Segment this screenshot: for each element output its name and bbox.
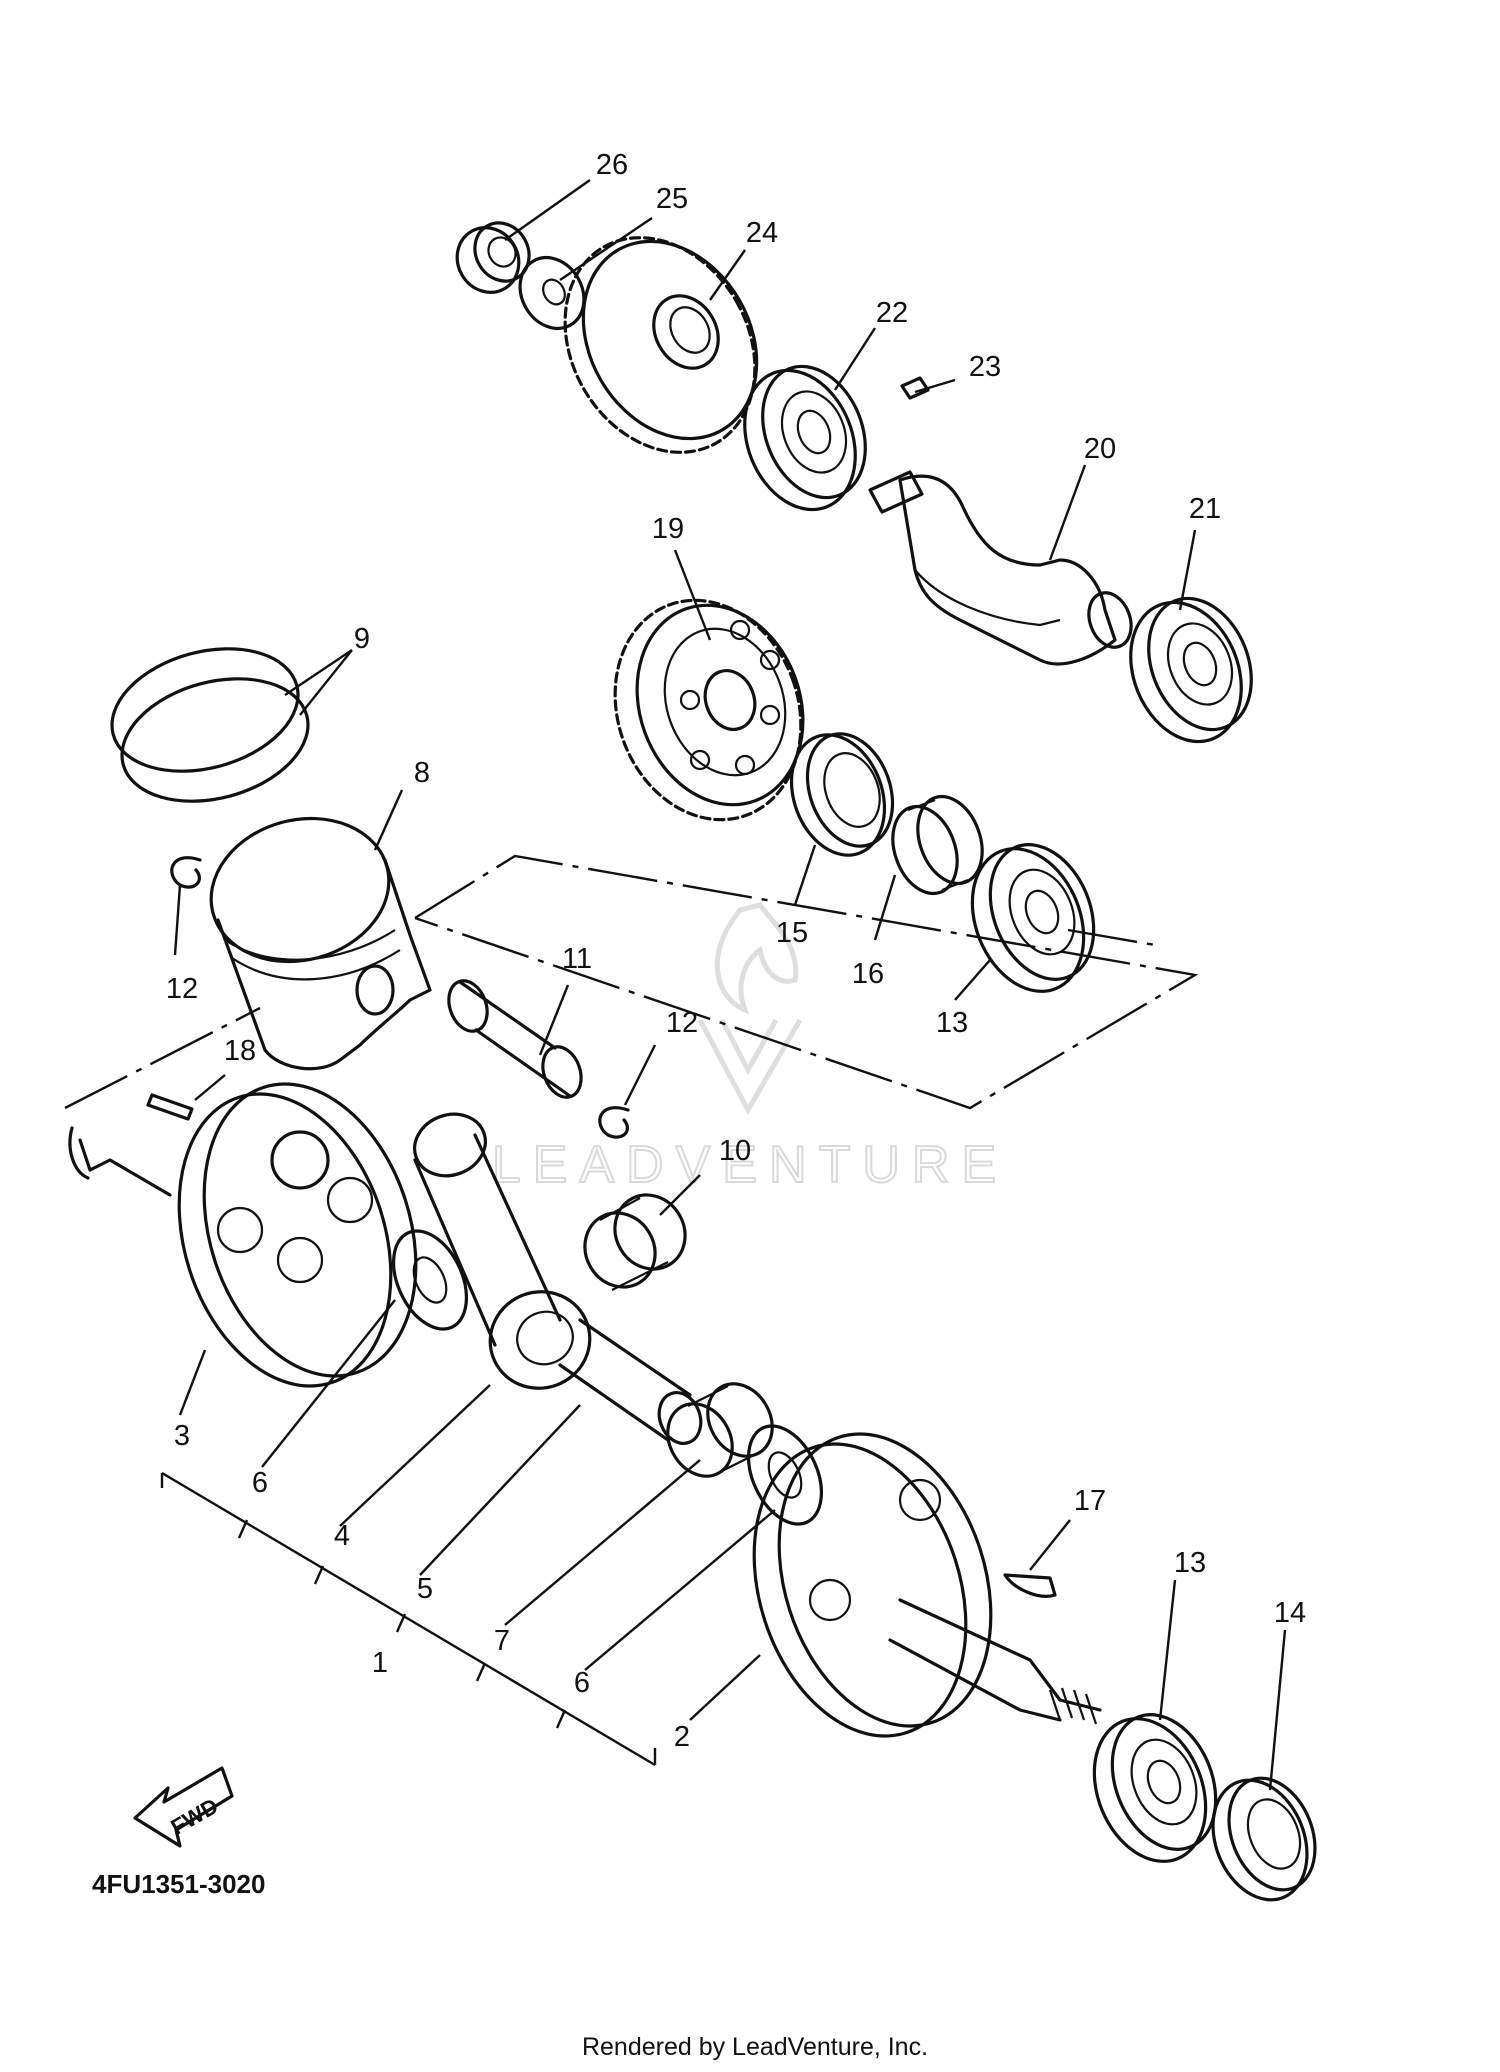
part-8-piston[interactable]: [195, 799, 432, 1071]
part-16-collar[interactable]: [881, 787, 993, 902]
part-13-bearing-upper[interactable]: [952, 829, 1113, 1008]
part-15-oil-seal[interactable]: [775, 722, 907, 869]
diagram-code: 4FU1351-3020: [92, 1869, 265, 1899]
part-2-crank-right[interactable]: [719, 1406, 1102, 1763]
callout-22: 22: [876, 297, 908, 329]
part-4-connecting-rod[interactable]: [406, 1104, 603, 1402]
callout-7: 7: [494, 1625, 510, 1657]
part-22-bearing[interactable]: [725, 351, 884, 526]
callout-9: 9: [354, 623, 370, 655]
part-18-key[interactable]: [146, 1093, 194, 1121]
part-26-nut[interactable]: [446, 213, 540, 304]
part-3-crank-left[interactable]: [68, 1056, 451, 1413]
callout-12b: 12: [666, 1007, 698, 1039]
callout-23: 23: [969, 351, 1001, 383]
callout-19: 19: [652, 513, 684, 545]
callout-6a: 6: [252, 1467, 268, 1499]
callout-13b: 13: [1174, 1547, 1206, 1579]
part-9-piston-rings[interactable]: [98, 629, 322, 820]
callout-3: 3: [174, 1420, 190, 1452]
part-17-woodruff-key[interactable]: [1003, 1573, 1057, 1598]
bracket-ticks: [237, 1519, 567, 1729]
part-14-oil-seal[interactable]: [1196, 1765, 1331, 1914]
part-24-gear[interactable]: [527, 203, 792, 487]
callout-12a: 12: [166, 973, 198, 1005]
fwd-arrow: FWD: [133, 1766, 234, 1848]
callout-5: 5: [417, 1573, 433, 1605]
callout-26: 26: [596, 149, 628, 181]
part-12-circlip-right[interactable]: [598, 1106, 630, 1139]
part-10-needle-bearing[interactable]: [572, 1182, 699, 1300]
callout-11: 11: [562, 943, 592, 975]
part-19-gear[interactable]: [585, 574, 831, 846]
watermark-text: LEADVENTURE: [492, 1136, 1008, 1194]
watermark: LEADVENTURE: [491, 902, 1008, 1195]
assembly-outline-2: [1067, 928, 1156, 947]
callout-17: 17: [1074, 1485, 1106, 1517]
callout-2: 2: [674, 1721, 690, 1753]
part-13-bearing-lower[interactable]: [1074, 1699, 1235, 1878]
leader-lines: [173, 179, 1287, 1791]
footer-credit: Rendered by LeadVenture, Inc.: [582, 2033, 928, 2061]
callout-1: 1: [372, 1647, 388, 1679]
assembly-bracket: [160, 1471, 657, 1767]
callout-4: 4: [334, 1520, 350, 1552]
callout-8: 8: [414, 757, 430, 789]
part-6-washer-right[interactable]: [734, 1414, 836, 1535]
callout-18: 18: [224, 1035, 256, 1067]
part-20-balancer-shaft[interactable]: [868, 470, 1138, 666]
part-7-needle-bearing[interactable]: [655, 1372, 785, 1488]
callout-25: 25: [656, 183, 688, 215]
callout-10: 10: [719, 1135, 751, 1167]
callout-15: 15: [776, 917, 808, 949]
callout-6b: 6: [574, 1667, 590, 1699]
fwd-label: FWD: [166, 1793, 222, 1840]
callout-16: 16: [852, 958, 884, 990]
part-5-crank-pin[interactable]: [558, 1318, 708, 1449]
part-12-circlip-left[interactable]: [170, 856, 202, 889]
callout-24: 24: [746, 217, 778, 249]
callout-21: 21: [1189, 493, 1221, 525]
callout-20: 20: [1084, 433, 1116, 465]
part-23-key[interactable]: [900, 376, 930, 400]
part-11-piston-pin[interactable]: [442, 975, 588, 1102]
callout-13a: 13: [936, 1007, 968, 1039]
part-21-bearing[interactable]: [1111, 583, 1270, 758]
assembly-outline: [64, 854, 1199, 1110]
part-6-washer-left[interactable]: [379, 1219, 481, 1340]
callout-14: 14: [1274, 1597, 1306, 1629]
callout-labels: 26 25 24 22 23 20 21 19 9 8 12 11 12 15 …: [166, 149, 1306, 1753]
part-25-lock-washer[interactable]: [508, 246, 597, 340]
